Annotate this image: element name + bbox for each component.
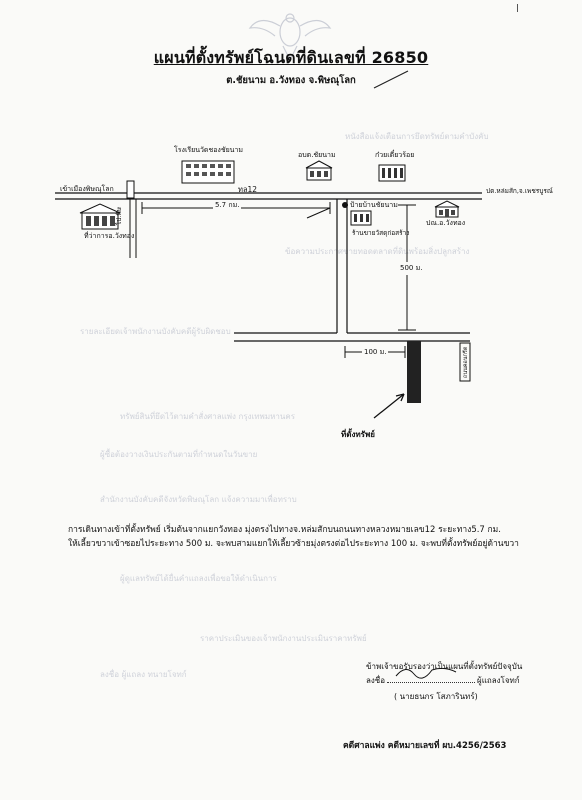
- distance-5-7km: 5.7 กม.: [213, 200, 242, 211]
- directions-line-2: ให้เลี้ยวขวาเข้าซอยไประยะทาง 500 ม. จะพบ…: [68, 539, 519, 549]
- ghost-line: สำนักงานบังคับคดีจังหวัดพิษณุโลก แจ้งควา…: [100, 495, 297, 504]
- school-label: โรงเรียนวัดชองชัยนาม: [174, 146, 244, 154]
- ghost-line: ลงชื่อ ผู้แถลง ทนายโจทก์: [100, 670, 187, 679]
- signature-line: ลงชื่อ ผู้แถลงโจทก์: [366, 674, 520, 687]
- location-subtitle: ต.ชัยนาม อ.วังทอง จ.พิษณุโลก: [226, 75, 356, 86]
- shop-icon: [378, 164, 406, 182]
- ghost-line: หนังสือแจ้งเตือนการยึดทรัพย์ตามคำบังคับ: [345, 132, 489, 141]
- noodle-shop-label: ก๋วยเตี๋ยวร้อย: [375, 151, 415, 159]
- case-number: คดีศาลแพ่ง คดีหมายเลขที่ ผบ.4256/2563: [343, 741, 507, 751]
- signer-name: ( นายธนกร โสภารินทร์): [394, 692, 478, 701]
- sign-suffix: ผู้แถลงโจทก์: [477, 676, 520, 685]
- location-dot-icon: [342, 202, 348, 208]
- certify-text: ข้าพเจ้าขอรับรองว่าเป็นแผนที่ตั้งทรัพย์ป…: [366, 662, 523, 671]
- ghost-line: ราคาประเมินของเจ้าพนักงานประเมินราคาทรัพ…: [200, 634, 367, 643]
- directions-line-1: การเดินทางเข้าที่ตั้งทรัพย์ เริ่มต้นจากแ…: [68, 525, 501, 535]
- chainam-sign-label: ป้ายบ้านชัยนาม: [350, 201, 398, 209]
- school-icon: [181, 160, 235, 184]
- ghost-line: ผู้ดูแลทรัพย์ได้ยื่นคำแถลงเพื่อขอให้ดำเน…: [120, 574, 277, 583]
- sign-prefix: ลงชื่อ: [366, 676, 386, 685]
- distance-100m: 100 ม.: [362, 347, 389, 358]
- post-office-label: ปณ.อ.วังทอง: [426, 219, 466, 227]
- post-office-icon: [434, 200, 460, 218]
- hardware-shop-label: ร้านขายวัสดุก่อสร้าง: [352, 229, 410, 237]
- property-block: [407, 341, 421, 403]
- to-phetchabun-label: ปต.หล่มสัก,จ.เพชรบูรณ์: [486, 187, 553, 195]
- hardware-shop-icon: [350, 210, 372, 226]
- ghost-line: ผู้ซื้อต้องวางเงินประกันตามที่กำหนดในวัน…: [100, 450, 258, 459]
- highway-label: ทล12: [238, 185, 258, 194]
- concrete-road-label: ถนนคอนกรีต: [463, 346, 469, 378]
- district-office-icon: [79, 203, 121, 230]
- ghost-line: ทรัพย์สินที่ยึดไว้ตามคำสั่งศาลแพ่ง กรุงเ…: [120, 412, 295, 421]
- corner-mark: [517, 4, 518, 12]
- ghost-line: รายละเอียดเจ้าพนักงานบังคับคดีผู้รับผิดช…: [80, 327, 231, 336]
- ghost-line: ข้อความประกาศขายทอดตลาดที่ดินพร้อมสิ่งปล…: [285, 247, 470, 256]
- pen-stroke: [373, 70, 409, 89]
- to-phitsanulok-label: เข้าเมืองพิษณุโลก: [60, 185, 114, 193]
- subdistrict-office-label: อบต.ชัยนาม: [298, 151, 336, 159]
- vertical-road-label: ไป.พิษ: [115, 206, 123, 225]
- property-label: ที่ตั้งทรัพย์: [341, 430, 375, 439]
- handwritten-signature: [395, 667, 457, 679]
- government-office-icon: [305, 160, 333, 181]
- page-title: แผนที่ตั้งทรัพย์โฉนดที่ดินเลขที่ 26850: [153, 48, 429, 67]
- garuda-emblem-icon: [248, 13, 332, 62]
- district-office-label: ที่ว่าการอ.วังทอง: [84, 232, 135, 240]
- distance-500m: 500 ม.: [398, 262, 425, 275]
